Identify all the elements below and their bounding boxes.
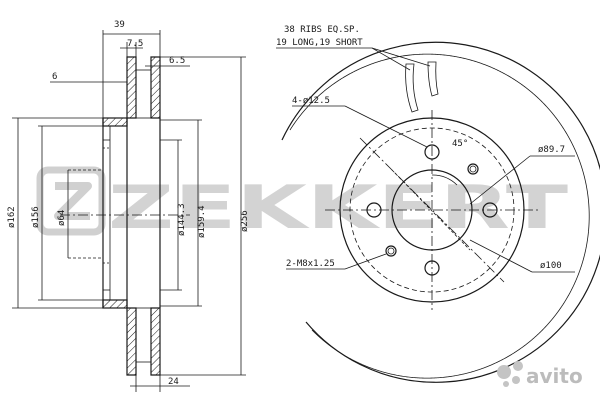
avito-text: avito <box>526 364 583 388</box>
avito-logo-icon <box>497 361 523 387</box>
ribs-note-line2: 19 LONG,19 SHORT <box>276 38 363 48</box>
dim-d159-4: ø159.4 <box>197 205 207 238</box>
inner-face-section <box>126 56 137 376</box>
brand-logo-icon <box>36 166 106 236</box>
section-dimensions: 39 7.5 6 6.5 24 ø162 ø156 ø64 <box>7 20 250 392</box>
dim-d64: ø64 <box>57 210 67 226</box>
angle-label: 45° <box>452 139 468 149</box>
dim-d256: ø256 <box>240 210 250 232</box>
avito-watermark: avito <box>497 361 583 388</box>
front-annotations: 38 RIBS EQ.SP. 19 LONG,19 SHORT 4-ø12.5 … <box>276 25 575 273</box>
dim-d156: ø156 <box>31 206 41 228</box>
bolt-holes-label: 4-ø12.5 <box>292 96 330 106</box>
dim-overall-width: 39 <box>114 20 125 30</box>
ribs-note-line1: 38 RIBS EQ.SP. <box>284 25 360 35</box>
threaded-holes-label: 2-M8x1.25 <box>286 259 335 269</box>
bolt-holes <box>366 144 498 276</box>
brand-watermark: ZEKKERT <box>36 166 568 243</box>
hub-section <box>102 117 128 309</box>
dim-d144-3: ø144.3 <box>177 203 187 236</box>
dim-hub-height: 24 <box>168 377 179 387</box>
threaded-holes <box>385 163 479 257</box>
dim-hat-offset: 6 <box>52 72 57 82</box>
pcd-label: ø89.7 <box>538 145 565 155</box>
dim-vent-width: 7.5 <box>127 39 143 49</box>
centering-label: ø100 <box>540 261 562 271</box>
dim-d162: ø162 <box>7 206 17 228</box>
vent-ribs-detail <box>405 61 439 113</box>
dim-face-thickness: 6.5 <box>169 56 185 66</box>
disc-outer-edge <box>281 41 600 383</box>
brand-watermark-text: ZEKKERT <box>108 173 568 243</box>
